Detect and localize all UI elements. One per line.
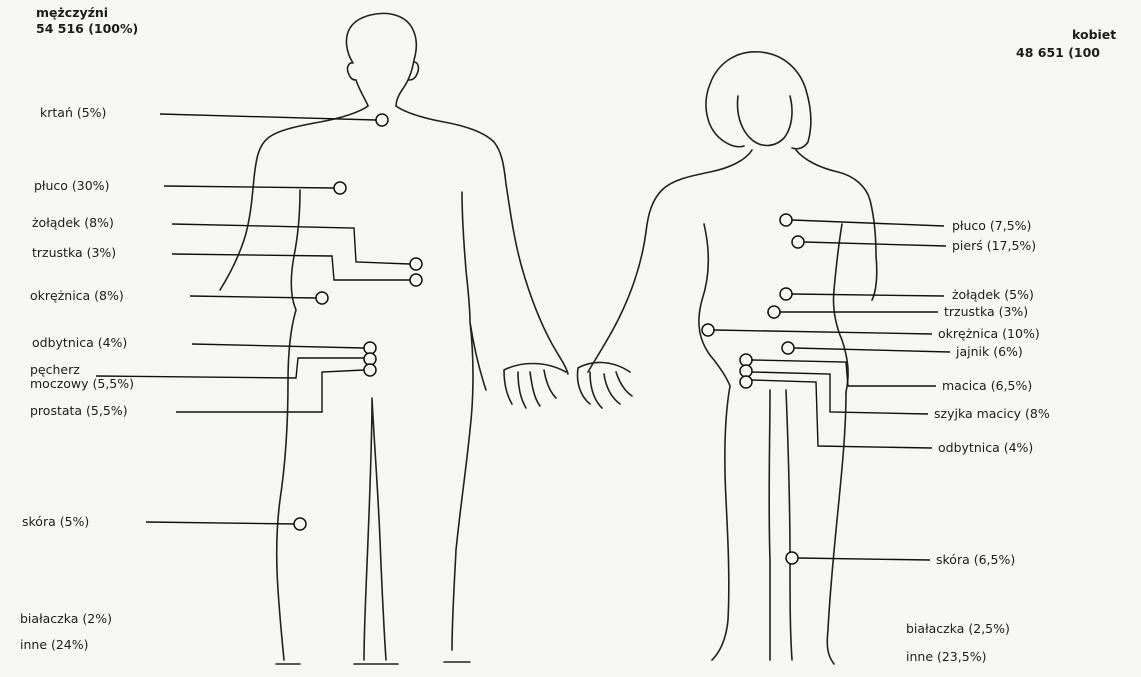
leader-male-prostata [176, 370, 364, 412]
women-label-trzustka: trzustka (3%) [944, 305, 1028, 319]
women-label-bialaczka: białaczka (2,5%) [906, 622, 1010, 636]
female-legs [712, 386, 846, 664]
leader-male-pluco [164, 186, 334, 188]
men-label-inne: inne (24%) [20, 638, 89, 652]
women-label-inne: inne (23,5%) [906, 650, 986, 664]
men-label-pecherz-2: moczowy (5,5%) [30, 377, 134, 391]
male-left-inner-arm [444, 192, 486, 662]
women-label-szyjka: szyjka macicy (8% [934, 407, 1050, 421]
marker-male-trzustka [410, 274, 422, 286]
marker-male-pluco [334, 182, 346, 194]
male-figure [220, 13, 568, 664]
men-label-krtan: krtań (5%) [40, 106, 106, 120]
marker-male-odbytnica [364, 342, 376, 354]
marker-female-zoladek [780, 288, 792, 300]
men-label-bialaczka: białaczka (2%) [20, 612, 112, 626]
male-torso-arms [220, 106, 568, 374]
marker-female-odbytnica [740, 376, 752, 388]
women-label-odbytnica: odbytnica (4%) [938, 441, 1033, 455]
women-label-jajnik: jajnik (6%) [956, 345, 1023, 359]
marker-female-szyjka [740, 365, 752, 377]
leader-male-pecherz [96, 358, 364, 378]
leader-male-odbytnica [192, 344, 364, 348]
male-head [346, 13, 418, 106]
leader-female-zoladek [792, 294, 944, 296]
marker-female-okreznica [702, 324, 714, 336]
men-label-okreznica: okrężnica (8%) [30, 289, 124, 303]
men-label-pluco: płuco (30%) [34, 179, 109, 193]
women-total: 48 651 (100 [1016, 46, 1100, 60]
marker-male-zoladek [410, 258, 422, 270]
marker-male-pecherz [364, 353, 376, 365]
female-figure [578, 52, 877, 664]
male-markers [294, 114, 422, 530]
men-label-prostata: prostata (5,5%) [30, 404, 128, 418]
leader-female-szyjka [752, 372, 928, 414]
women-label-skora: skóra (6,5%) [936, 553, 1015, 567]
men-label-trzustka: trzustka (3%) [32, 246, 116, 260]
leader-female-okreznica [714, 330, 932, 334]
men-label-skora: skóra (5%) [22, 515, 89, 529]
men-total: 54 516 (100%) [36, 22, 138, 36]
men-label-odbytnica: odbytnica (4%) [32, 336, 127, 350]
male-hand [504, 364, 566, 409]
female-hand [578, 362, 633, 408]
women-title: kobiet [1072, 28, 1116, 42]
leader-female-jajnik [794, 348, 950, 352]
male-right-inner-arm [276, 190, 300, 664]
women-label-zoladek: żołądek (5%) [952, 288, 1034, 302]
leader-male-okreznica [190, 296, 316, 298]
marker-male-prostata [364, 364, 376, 376]
marker-female-piers [792, 236, 804, 248]
leader-male-zoladek [172, 224, 410, 264]
marker-male-krtan [376, 114, 388, 126]
leader-male-skora [146, 522, 296, 524]
marker-female-jajnik [782, 342, 794, 354]
leader-female-skora [798, 558, 930, 560]
marker-female-trzustka [768, 306, 780, 318]
female-leaders [714, 220, 950, 560]
women-label-okreznica: okrężnica (10%) [938, 327, 1040, 341]
male-legs [354, 398, 398, 664]
female-face [738, 96, 793, 146]
marker-male-skora [294, 518, 306, 530]
marker-female-pluco [780, 214, 792, 226]
female-markers [702, 214, 804, 564]
leader-female-pluco [792, 220, 944, 226]
men-label-pecherz-1: pęcherz [30, 363, 80, 377]
men-title: mężczyźni [36, 6, 108, 20]
marker-female-skora [786, 552, 798, 564]
marker-female-macica [740, 354, 752, 366]
male-leaders [96, 114, 410, 524]
men-label-zoladek: żołądek (8%) [32, 216, 114, 230]
women-label-piers: pierś (17,5%) [952, 239, 1036, 253]
female-hair [706, 52, 811, 149]
women-label-pluco: płuco (7,5%) [952, 219, 1031, 233]
marker-male-okreznica [316, 292, 328, 304]
women-label-macica: macica (6,5%) [942, 379, 1032, 393]
female-torso [588, 150, 877, 372]
